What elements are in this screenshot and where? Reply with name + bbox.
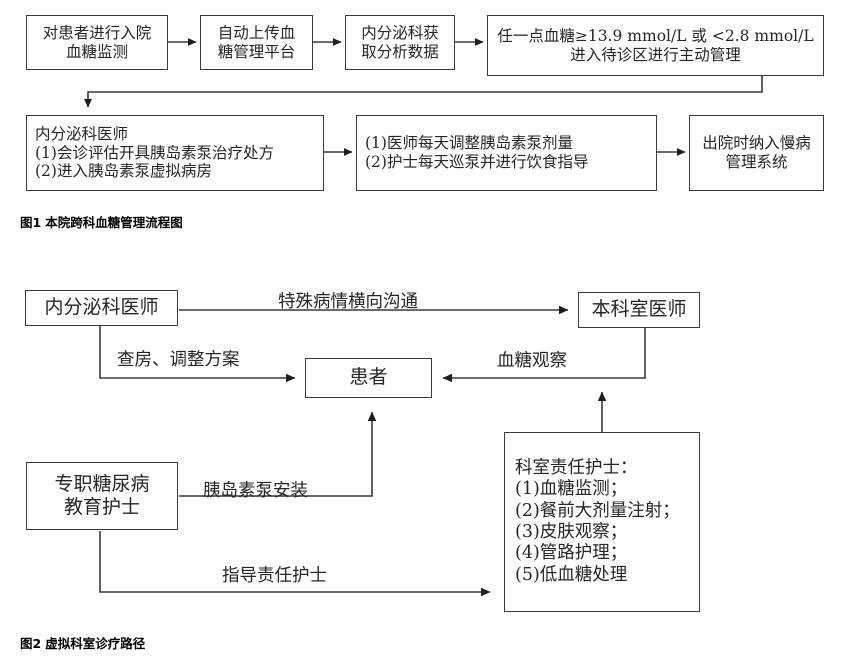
node-line: (1)医师每天调整胰岛素泵剂量 xyxy=(365,134,573,153)
node-line: 内分泌科获 xyxy=(361,23,439,42)
node-line: (1)血糖监测； xyxy=(515,479,628,500)
node-line: (2)餐前大剂量注射； xyxy=(515,500,680,521)
edge-label-rounds-adjust-plan: 查房、调整方案 xyxy=(117,350,240,370)
figure-1-caption-text: 本院跨科血糖管理流程图 xyxy=(45,215,183,230)
node-line: 血糖监测 xyxy=(65,42,128,61)
node-line: 科室责任护士： xyxy=(515,457,638,478)
node-line: 自动上传血 xyxy=(217,23,296,42)
node-line: 本科室医师 xyxy=(591,298,687,321)
node-line: (1)会诊评估开具胰岛素泵治疗处方 xyxy=(35,143,274,162)
figure-2-caption-text: 虚拟科室诊疗路径 xyxy=(45,636,146,651)
node-line: 出院时纳入慢病 xyxy=(702,134,811,153)
node-line: 任一点血糖≥13.9 mmol/L 或 <2.8 mmol/L xyxy=(497,26,814,45)
node-line: (3)皮肤观察； xyxy=(515,522,628,542)
node-daily-pump-management: (1)医师每天调整胰岛素泵剂量 (2)护士每天巡泵并进行饮食指导 xyxy=(356,115,657,191)
edge-label-lateral-communication: 特殊病情横向沟通 xyxy=(278,292,418,312)
node-line: 教育护士 xyxy=(63,496,140,518)
figure-2-caption-number: 图2 xyxy=(20,636,42,651)
node-line: 管理系统 xyxy=(725,153,788,171)
node-auto-upload-platform: 自动上传血 糖管理平台 xyxy=(200,15,313,70)
node-endocrinologist: 内分泌科医师 xyxy=(25,290,178,326)
node-discharge-chronic-disease-system: 出院时纳入慢病 管理系统 xyxy=(689,115,824,191)
node-line: (5)低血糖处理 xyxy=(515,564,628,585)
node-diabetes-educator-nurse: 专职糖尿病 教育护士 xyxy=(26,462,178,530)
node-line: 患者 xyxy=(349,366,388,389)
node-line: 专职糖尿病 xyxy=(54,472,150,495)
node-line: 取分析数据 xyxy=(361,42,439,61)
node-line: (2)进入胰岛素泵虚拟病房 xyxy=(35,162,212,181)
edge-label-insulin-pump-installation: 胰岛素泵安装 xyxy=(203,481,308,501)
node-line: 进入待诊区进行主动管理 xyxy=(570,45,741,64)
node-line: 内分泌科医师 xyxy=(44,296,159,319)
edge-label-glucose-observation: 血糖观察 xyxy=(497,351,567,371)
node-line: 对患者进行入院 xyxy=(42,23,152,42)
node-admission-glucose-monitoring: 对患者进行入院 血糖监测 xyxy=(26,15,168,70)
node-patient: 患者 xyxy=(305,358,432,398)
node-department-doctor: 本科室医师 xyxy=(578,292,700,328)
node-line: 内分泌科医师 xyxy=(35,124,129,143)
node-endocrine-obtain-data: 内分泌科获 取分析数据 xyxy=(345,15,455,70)
node-line: (2)护士每天巡泵并进行饮食指导 xyxy=(365,153,589,171)
node-endocrinologist-orders: 内分泌科医师 (1)会诊评估开具胰岛素泵治疗处方 (2)进入胰岛素泵虚拟病房 xyxy=(26,115,324,191)
node-line: 糖管理平台 xyxy=(217,42,296,61)
node-glucose-threshold-criteria: 任一点血糖≥13.9 mmol/L 或 <2.8 mmol/L 进入待诊区进行主… xyxy=(487,15,824,76)
edge-label-guide-responsible-nurse: 指导责任护士 xyxy=(222,566,327,586)
figure-1-caption-number: 图1 xyxy=(20,215,42,230)
node-line: (4)管路护理； xyxy=(515,543,628,564)
node-department-responsible-nurse: 科室责任护士： (1)血糖监测； (2)餐前大剂量注射； (3)皮肤观察； (4… xyxy=(504,432,700,612)
